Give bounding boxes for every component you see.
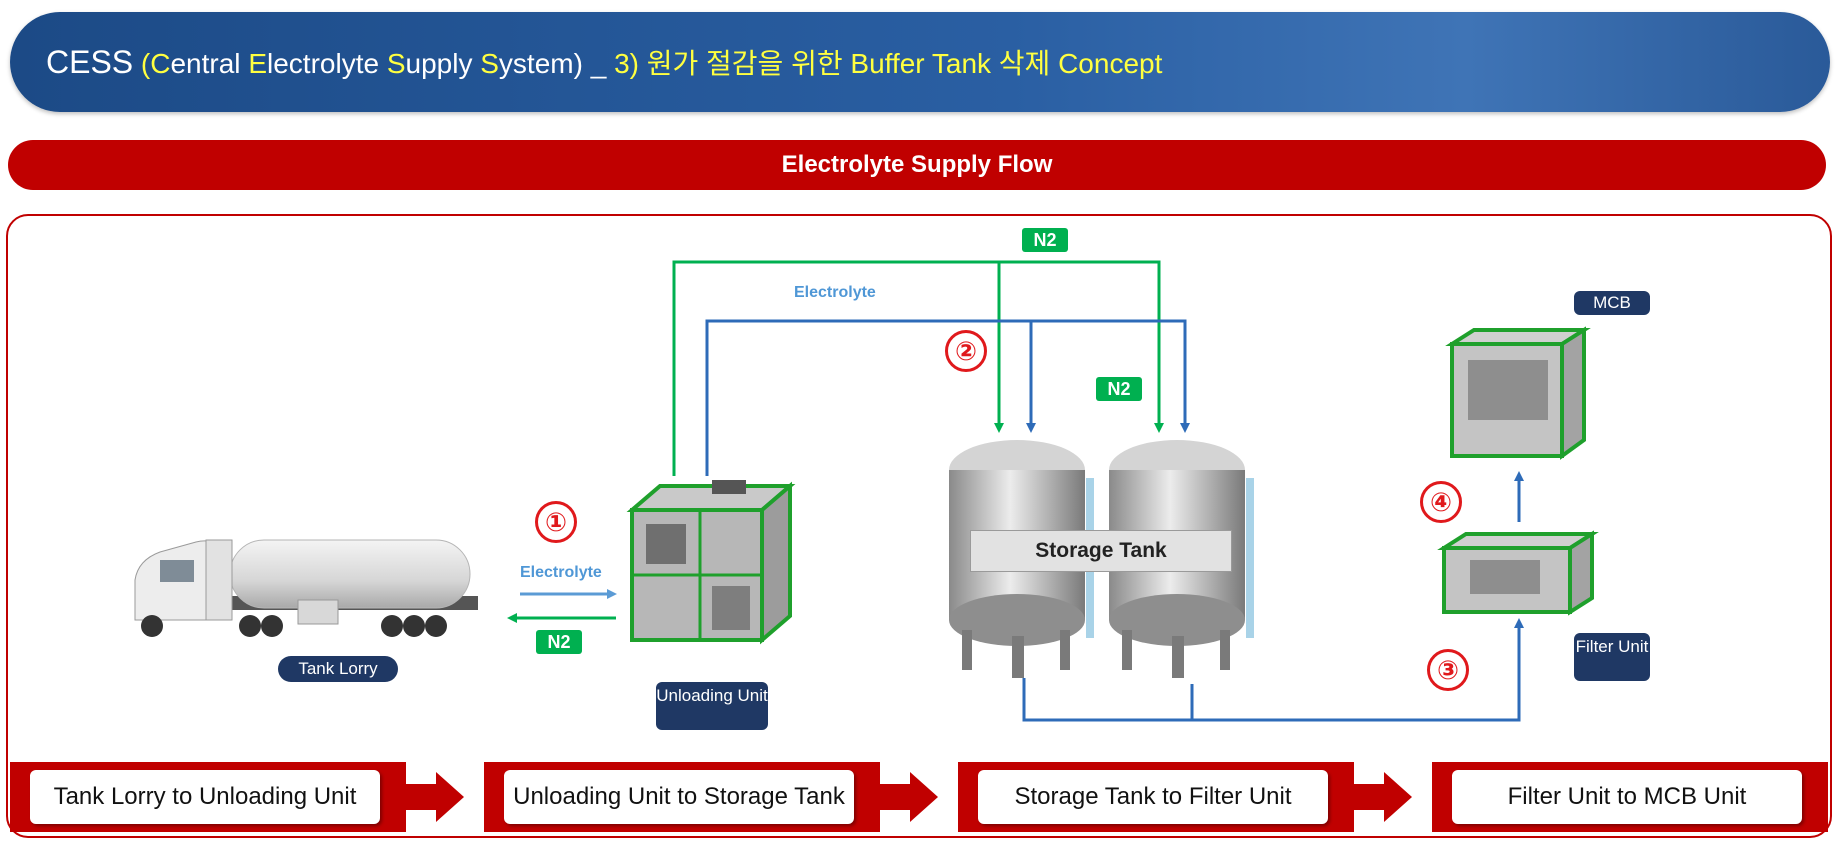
step-3-marker: ③ <box>1427 649 1469 691</box>
filter-unit-tag: Filter Unit <box>1574 633 1650 681</box>
title-cess: CESS <box>46 44 134 80</box>
electrolyte-label-top: Electrolyte <box>794 284 876 301</box>
stage-3-label: Storage Tank to Filter Unit <box>978 770 1328 824</box>
title-letter-c: C <box>150 48 171 79</box>
stage-1: Tank Lorry to Unloading Unit <box>10 762 464 832</box>
section-header: Electrolyte Supply Flow <box>8 140 1826 190</box>
step-1-marker: ① <box>535 501 577 543</box>
page-title: CESS (Central Electrolyte Supply System)… <box>46 12 1162 112</box>
electrolyte-line-bottom <box>1022 471 1524 722</box>
filter-unit-illustration <box>1437 530 1599 616</box>
n2-label-left: N2 <box>536 630 582 654</box>
mcb-illustration <box>1445 326 1591 460</box>
storage-tank-label: Storage Tank <box>970 530 1232 572</box>
electrolyte-label-left: Electrolyte <box>520 564 602 581</box>
tank-lorry-illustration <box>134 539 478 637</box>
title-word-entral: entral <box>170 48 249 79</box>
n2-label-mid: N2 <box>1096 377 1142 401</box>
title-concept: 3) 원가 절감을 위한 Buffer Tank 삭제 Concept <box>614 48 1163 79</box>
step-4-marker: ④ <box>1420 481 1462 523</box>
n2-line-top <box>672 260 1164 476</box>
electrolyte-line-top <box>705 319 1190 476</box>
title-paren: ( <box>133 48 151 79</box>
unloading-unit-illustration <box>626 480 796 645</box>
mcb-tag: MCB <box>1574 291 1650 315</box>
title-letter-s1: S <box>386 48 406 79</box>
title-word-upply: upply <box>405 48 481 79</box>
title-letter-e: E <box>248 48 267 79</box>
title-bar: CESS (Central Electrolyte Supply System)… <box>10 12 1830 112</box>
stage-1-label: Tank Lorry to Unloading Unit <box>30 770 380 824</box>
stage-2-arrow-icon <box>910 772 938 822</box>
stage-4-label: Filter Unit to MCB Unit <box>1452 770 1802 824</box>
stage-1-arrow-stem <box>406 784 436 810</box>
title-letter-s2: S <box>480 48 499 79</box>
stage-1-arrow-icon <box>436 772 464 822</box>
stage-3-arrow-stem <box>1354 784 1384 810</box>
step-2-marker: ② <box>945 330 987 372</box>
tank-lorry-tag: Tank Lorry <box>278 656 398 682</box>
stage-3-arrow-icon <box>1384 772 1412 822</box>
stage-4: Filter Unit to MCB Unit <box>1432 762 1828 832</box>
stage-2-label: Unloading Unit to Storage Tank <box>504 770 854 824</box>
n2-label-top: N2 <box>1022 228 1068 252</box>
diagram-panel <box>6 214 1832 838</box>
stage-2-arrow-stem <box>880 784 910 810</box>
title-word-ystem: ystem) _ <box>498 48 615 79</box>
stage-3: Storage Tank to Filter Unit <box>958 762 1412 832</box>
unloading-unit-tag: Unloading Unit <box>656 682 768 730</box>
stage-2: Unloading Unit to Storage Tank <box>484 762 938 832</box>
title-word-lectrolyte: lectrolyte <box>267 48 387 79</box>
